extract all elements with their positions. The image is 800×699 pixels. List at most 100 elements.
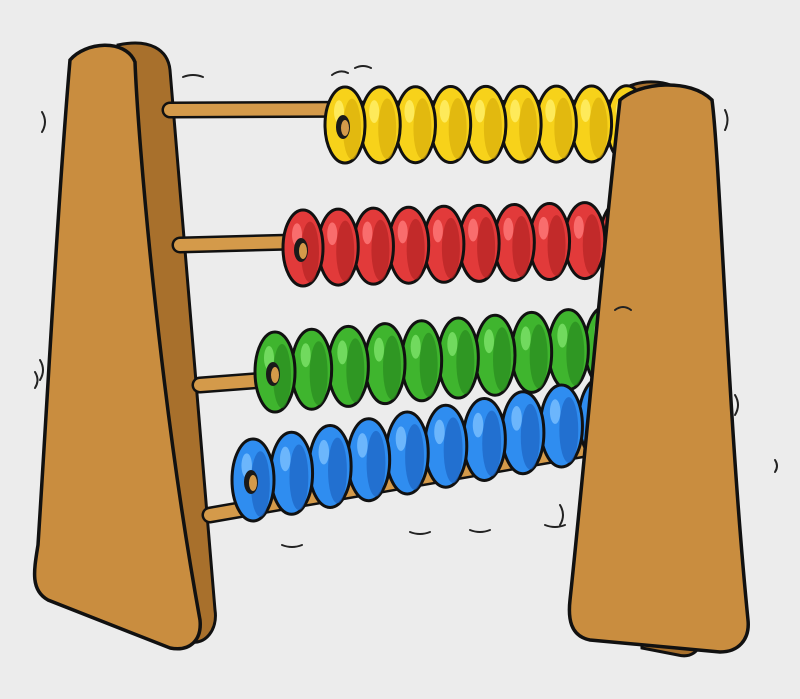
bead-red-shade [301,221,319,283]
bead-red [351,206,395,286]
bead-yellow-highlight [369,100,380,123]
bead-yellow-shade [554,97,573,159]
bead-red-highlight [432,219,443,243]
bead-red [528,202,572,282]
bead-green-shade [273,344,291,408]
bead-green [363,322,407,406]
rod-blue-end [249,475,257,491]
bead-blue-shade [405,424,425,490]
bead-red-highlight [468,218,479,242]
rod-green-end [271,367,279,383]
bead-yellow-shade [448,98,467,159]
bead-blue-shade [328,437,347,504]
bead-blue [230,437,276,523]
bead-red-highlight [397,220,408,244]
bead-blue-shade [250,451,270,517]
bead-red-shade [406,218,425,280]
bead-green-shade [309,341,328,406]
bead-yellow-highlight [404,100,415,123]
bead-yellow [534,84,578,164]
bead-green-highlight [520,326,531,351]
rod-yellow-end [341,120,349,136]
bead-red-shade [371,219,390,281]
bead-green-highlight [337,340,348,365]
bead-yellow-shade [519,97,538,159]
bead-blue-highlight [280,446,291,472]
bead-red-highlight [362,221,373,245]
bead-blue [269,430,315,516]
bead-green [400,319,444,403]
bead-green-highlight [410,334,421,359]
bead-red [422,204,466,284]
bead-yellow [570,84,614,164]
bead-green-shade [493,327,511,392]
bead-yellow-shade [589,97,608,159]
bead-red [457,203,501,283]
bead-yellow [499,84,543,164]
bead-yellow-shade [343,98,361,160]
bead-blue-highlight [395,426,407,451]
bead-green [326,324,370,408]
bead-red [387,205,431,285]
bead-blue [423,403,469,489]
bead-yellow-highlight [474,99,485,123]
bead-green [290,327,334,411]
bead-yellow-shade [483,98,502,159]
bead-red-shade [512,216,531,277]
bead-blue-highlight [318,439,330,465]
bead-yellow [464,84,508,164]
bead-green-highlight [300,343,311,368]
bead-green-highlight [557,323,568,348]
bead-yellow [393,85,437,165]
bead-green-highlight [374,337,384,362]
bead-green [546,308,590,392]
bead-blue-highlight [472,412,484,438]
bead-green [510,310,554,394]
bead-blue [307,423,353,509]
right-frame-front [567,83,750,654]
bead-yellow [429,85,473,165]
bead-green-shade [529,324,548,389]
bead-red-highlight [538,216,549,240]
bead-red-shade [582,214,601,275]
bead-red-highlight [327,222,338,246]
bead-yellow [323,85,367,165]
bead-green-shade [419,332,438,397]
bead-red [281,208,325,288]
bead-blue-shade [520,403,540,470]
bead-blue [384,410,430,496]
bead-red-shade [336,220,355,282]
bead-yellow-highlight [439,99,450,123]
bead-green-shade [566,321,585,386]
bead-green-shade [383,335,401,400]
bead-blue-shade [559,397,579,463]
bead-blue [461,396,507,482]
bead-yellow-highlight [580,99,591,123]
left-frame-front [32,43,202,651]
bead-blue-highlight [357,433,368,458]
bead-red-shade [547,215,566,276]
bead-red-highlight [503,217,514,241]
bead-blue [500,390,546,476]
bead-red-highlight [573,215,584,239]
bead-green-shade [456,330,475,395]
bead-blue [538,383,584,469]
bead-blue [346,417,392,503]
bead-blue-shade [289,444,309,511]
bead-green [436,316,480,400]
rod-red-end [299,243,307,259]
bead-blue-highlight [434,419,445,445]
bead-yellow [358,85,402,165]
bead-yellow-highlight [545,99,556,123]
bead-blue-shade [482,410,502,477]
bead-green [253,330,297,414]
bead-red-shade [441,217,460,279]
bead-blue-highlight [511,406,522,431]
bead-yellow-shade [413,98,432,160]
bead-red-shade [477,216,496,278]
bead-blue-shade [366,430,386,497]
bead-green-shade [346,338,365,403]
bead-green-highlight [447,332,458,357]
